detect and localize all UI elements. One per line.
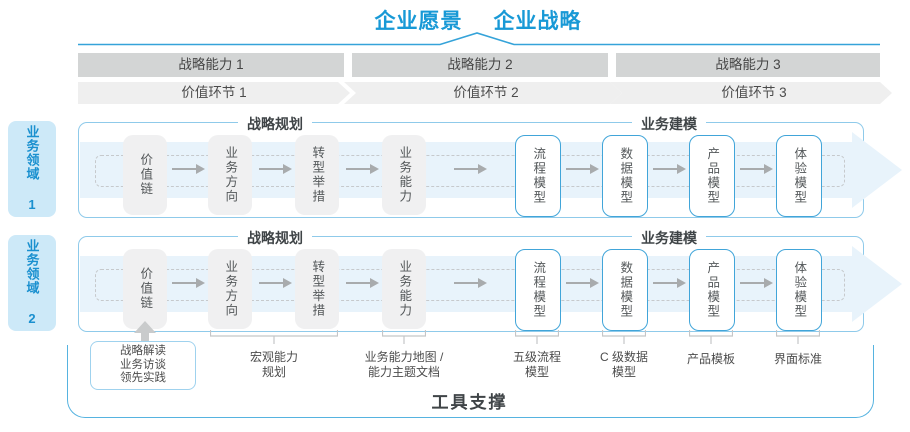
node-product-model: 产品模型 (689, 249, 735, 331)
row-container: 战略规划 业务建模 (78, 114, 864, 218)
node-business-direction: 业务方向 (208, 249, 252, 329)
strategy-title: 企业战略 (493, 10, 582, 33)
bracket (210, 330, 338, 344)
value-link-3: 价值环节 3 (610, 82, 892, 104)
up-arrow-stem (141, 333, 149, 344)
flow-arrowhead-icon (852, 132, 902, 208)
node-business-direction: 业务方向 (208, 135, 252, 215)
peak-line (78, 32, 880, 46)
flow-arrow-icon (346, 164, 379, 174)
tool-label-process-model: 五级流程 模型 (512, 350, 562, 379)
node-process-model: 流程模型 (515, 249, 561, 331)
flow-arrow-icon (566, 164, 599, 174)
flow-arrow-icon (259, 278, 292, 288)
node-business-capability: 业务能力 (382, 135, 426, 215)
node-value-chain: 价值链 (123, 249, 167, 329)
flow-arrow-icon (740, 164, 773, 174)
domain-row-1: 业务领域 1 战略规划 业务建模 价值链 业务方向 转型举措 业务能力 流程模型… (0, 114, 910, 218)
dashed-track (95, 269, 845, 301)
tool-label-product-template: 产品模板 (686, 352, 736, 366)
domain-label-1: 业务领域 1 (8, 121, 56, 217)
capability-band-1: 战略能力 1 (78, 53, 344, 77)
flow-arrow-icon (172, 278, 205, 288)
practice-line: 战略解读 (120, 345, 166, 358)
bracket (515, 330, 559, 344)
section-header-planning: 战略规划 (238, 114, 312, 134)
tool-label-macro-capability: 宏观能力 规划 (249, 350, 299, 379)
value-link-2: 价值环节 2 (344, 82, 622, 104)
practice-line: 领先实践 (120, 372, 166, 385)
section-header-planning: 战略规划 (238, 228, 312, 248)
node-business-capability: 业务能力 (382, 249, 426, 329)
node-experience-model: 体验模型 (776, 249, 822, 331)
tool-label-data-model: C 级数据 模型 (599, 350, 649, 379)
tool-support-container (67, 345, 874, 418)
row-container: 战略规划 业务建模 (78, 228, 864, 332)
flow-arrow-icon (653, 164, 686, 174)
section-header-modeling: 业务建模 (632, 228, 706, 248)
node-data-model: 数据模型 (602, 135, 648, 217)
up-arrow-icon (134, 321, 156, 333)
node-transformation-initiative: 转型举措 (295, 135, 339, 215)
node-transformation-initiative: 转型举措 (295, 249, 339, 329)
flow-arrow-icon (454, 164, 487, 174)
bracket (602, 330, 646, 344)
node-data-model: 数据模型 (602, 249, 648, 331)
node-value-chain: 价值链 (123, 135, 167, 215)
domain-row-2: 业务领域 2 战略规划 业务建模 价值链 业务方向 转型举措 业务能力 流程模型… (0, 228, 910, 332)
practice-box: 战略解读 业务访谈 领先实践 (90, 341, 196, 390)
flow-arrow-icon (653, 278, 686, 288)
tool-label-ui-standard: 界面标准 (773, 352, 823, 366)
node-experience-model: 体验模型 (776, 135, 822, 217)
flow-arrow-icon (346, 278, 379, 288)
node-process-model: 流程模型 (515, 135, 561, 217)
capability-band-3: 战略能力 3 (616, 53, 880, 77)
flow-arrow-icon (566, 278, 599, 288)
bracket (382, 330, 426, 344)
flow-arrowhead-icon (852, 246, 902, 322)
domain-label-2: 业务领域 2 (8, 235, 56, 331)
tool-label-capability-map: 业务能力地图 / 能力主题文档 (364, 350, 444, 379)
flow-arrow-icon (259, 164, 292, 174)
flow-arrow-icon (454, 278, 487, 288)
tool-support-title: 工具支撑 (431, 393, 508, 412)
section-header-modeling: 业务建模 (632, 114, 706, 134)
page-title: 企业愿景 企业战略 (23, 5, 910, 35)
bracket (776, 330, 820, 344)
vision-title: 企业愿景 (374, 10, 463, 33)
flow-arrow-icon (172, 164, 205, 174)
flow-arrow-icon (740, 278, 773, 288)
value-link-1: 价值环节 1 (78, 82, 350, 104)
capability-band-2: 战略能力 2 (352, 53, 608, 77)
bracket (689, 330, 733, 344)
practice-line: 业务访谈 (120, 358, 166, 371)
node-product-model: 产品模型 (689, 135, 735, 217)
dashed-track (95, 155, 845, 187)
